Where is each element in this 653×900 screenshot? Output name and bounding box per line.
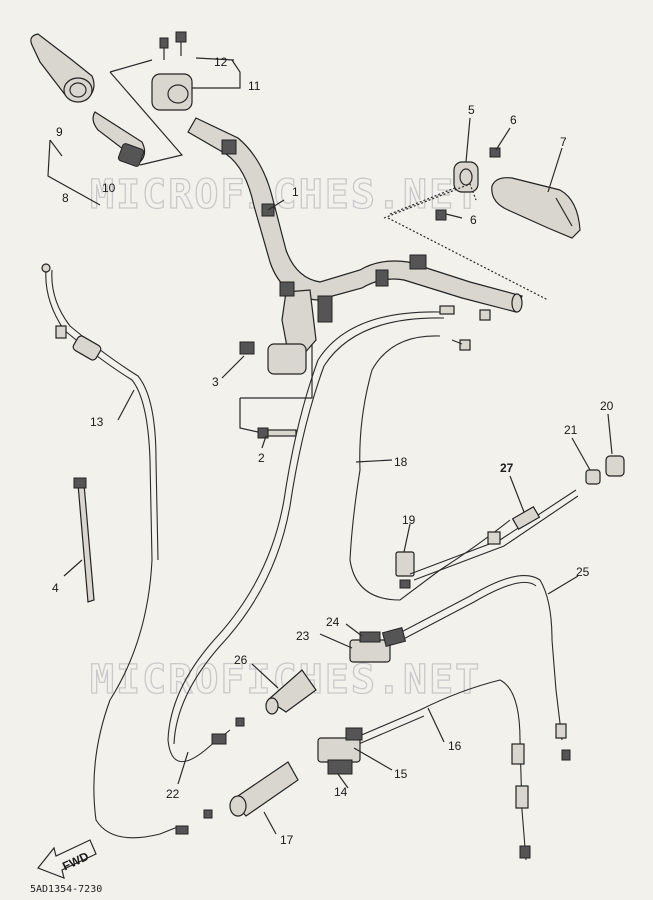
callout-24: 24 [326, 615, 340, 629]
cable-27 [409, 489, 579, 581]
drawing-code: 5AD1354-7230 [30, 884, 102, 895]
callout-1: 1 [292, 185, 299, 199]
callout-4: 4 [52, 581, 59, 595]
callout-17: 17 [280, 833, 294, 847]
callout-21: 21 [564, 423, 578, 437]
callout-18: 18 [394, 455, 408, 469]
callout-26: 26 [234, 653, 248, 667]
callout-13: 13 [90, 415, 104, 429]
fwd-arrow: FWD [37, 839, 97, 879]
cable-13 [41, 263, 213, 839]
throttle-cables [167, 305, 511, 763]
fwd-label: FWD [60, 849, 91, 873]
callout-10: 10 [102, 181, 116, 195]
callout-23: 23 [296, 629, 310, 643]
cable-tie [73, 477, 95, 603]
callout-11: 11 [248, 79, 261, 93]
handle-holder [239, 281, 333, 439]
callout-6a: 6 [510, 113, 517, 127]
callout-22: 22 [166, 787, 180, 801]
adjuster-parts [585, 455, 625, 485]
right-grip-group [383, 147, 581, 239]
callout-7: 7 [560, 135, 567, 149]
callout-15: 15 [394, 767, 408, 781]
cable-16 [317, 679, 531, 861]
boots [229, 669, 317, 817]
callout-6b: 6 [470, 213, 477, 227]
callout-25: 25 [576, 565, 590, 579]
callout-14: 14 [334, 785, 348, 799]
handlebar [187, 117, 549, 313]
callout-12: 12 [214, 55, 228, 69]
callout-19: 19 [402, 513, 416, 527]
callout-8: 8 [62, 191, 69, 205]
callout-16: 16 [448, 739, 462, 753]
callouts: 1 2 3 4 5 6 6 7 8 9 10 11 12 13 14 15 16… [52, 55, 614, 847]
callout-2: 2 [258, 451, 265, 465]
callout-27: 27 [500, 461, 514, 475]
leader-lines [63, 117, 613, 835]
callout-9: 9 [56, 125, 63, 139]
callout-3: 3 [212, 375, 219, 389]
left-grip-group [30, 31, 241, 206]
callout-20: 20 [600, 399, 614, 413]
callout-5: 5 [468, 103, 475, 117]
watermark-top: MICROFICHES.NET [90, 172, 481, 218]
cable-25 [349, 575, 571, 761]
